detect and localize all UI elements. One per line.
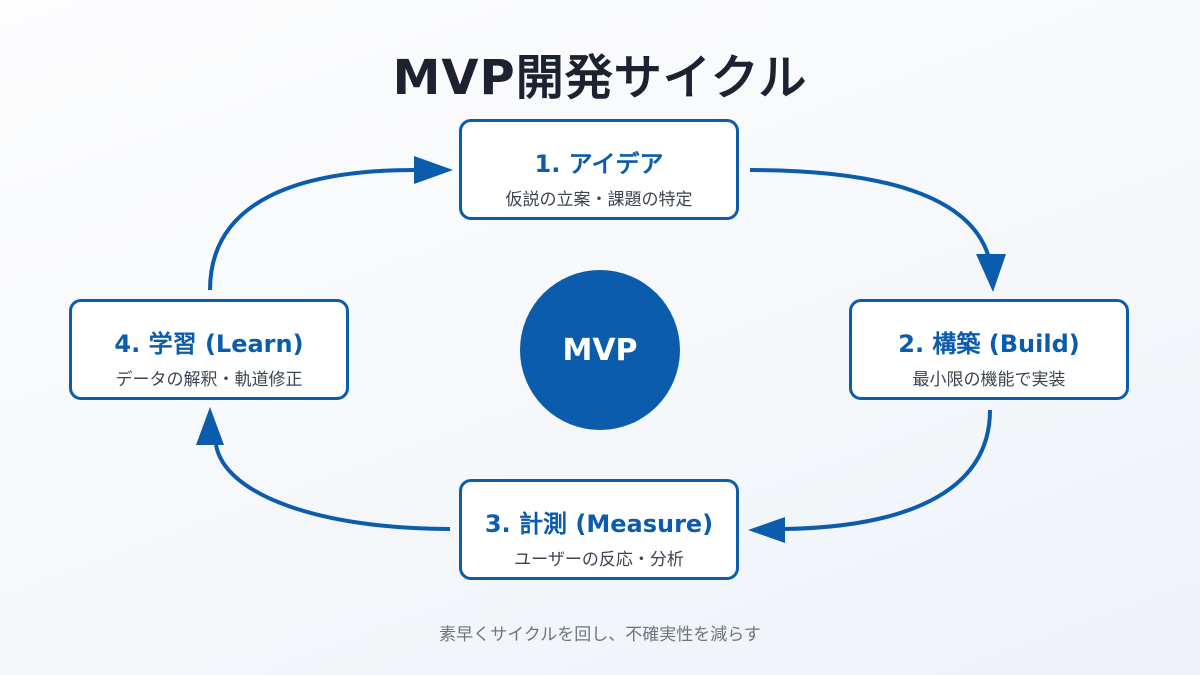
arrowhead-build	[976, 254, 1006, 292]
arrowhead-idea	[414, 156, 453, 184]
step-subtitle: データの解釈・軌道修正	[115, 370, 303, 390]
step-title: 1. アイデア	[534, 150, 664, 178]
step-subtitle: 仮説の立案・課題の特定	[505, 190, 693, 210]
step-title: 2. 構築 (Build)	[898, 330, 1080, 358]
step-measure: 3. 計測 (Measure) ユーザーの反応・分析	[459, 479, 739, 580]
step-title: 3. 計測 (Measure)	[484, 510, 714, 538]
arrow-build-to-measure	[784, 409, 992, 531]
step-title: 4. 学習 (Learn)	[114, 330, 304, 358]
arrowhead-learn	[196, 407, 224, 445]
mvp-center-circle: MVP	[520, 270, 680, 430]
step-idea: 1. アイデア 仮説の立案・課題の特定	[459, 119, 739, 220]
step-learn: 4. 学習 (Learn) データの解釈・軌道修正	[69, 299, 349, 400]
arrowhead-measure	[748, 517, 785, 543]
arrow-learn-to-idea	[208, 168, 416, 291]
footer-caption: 素早くサイクルを回し、不確実性を減らす	[439, 625, 761, 645]
mvp-label: MVP	[562, 332, 638, 368]
step-build: 2. 構築 (Build) 最小限の機能で実装	[849, 299, 1129, 400]
arrow-idea-to-build	[749, 168, 992, 263]
arrow-measure-to-learn	[214, 444, 451, 531]
diagram-title: MVP開発サイクル	[392, 50, 808, 106]
step-subtitle: 最小限の機能で実装	[912, 370, 1066, 390]
step-subtitle: ユーザーの反応・分析	[514, 550, 684, 570]
